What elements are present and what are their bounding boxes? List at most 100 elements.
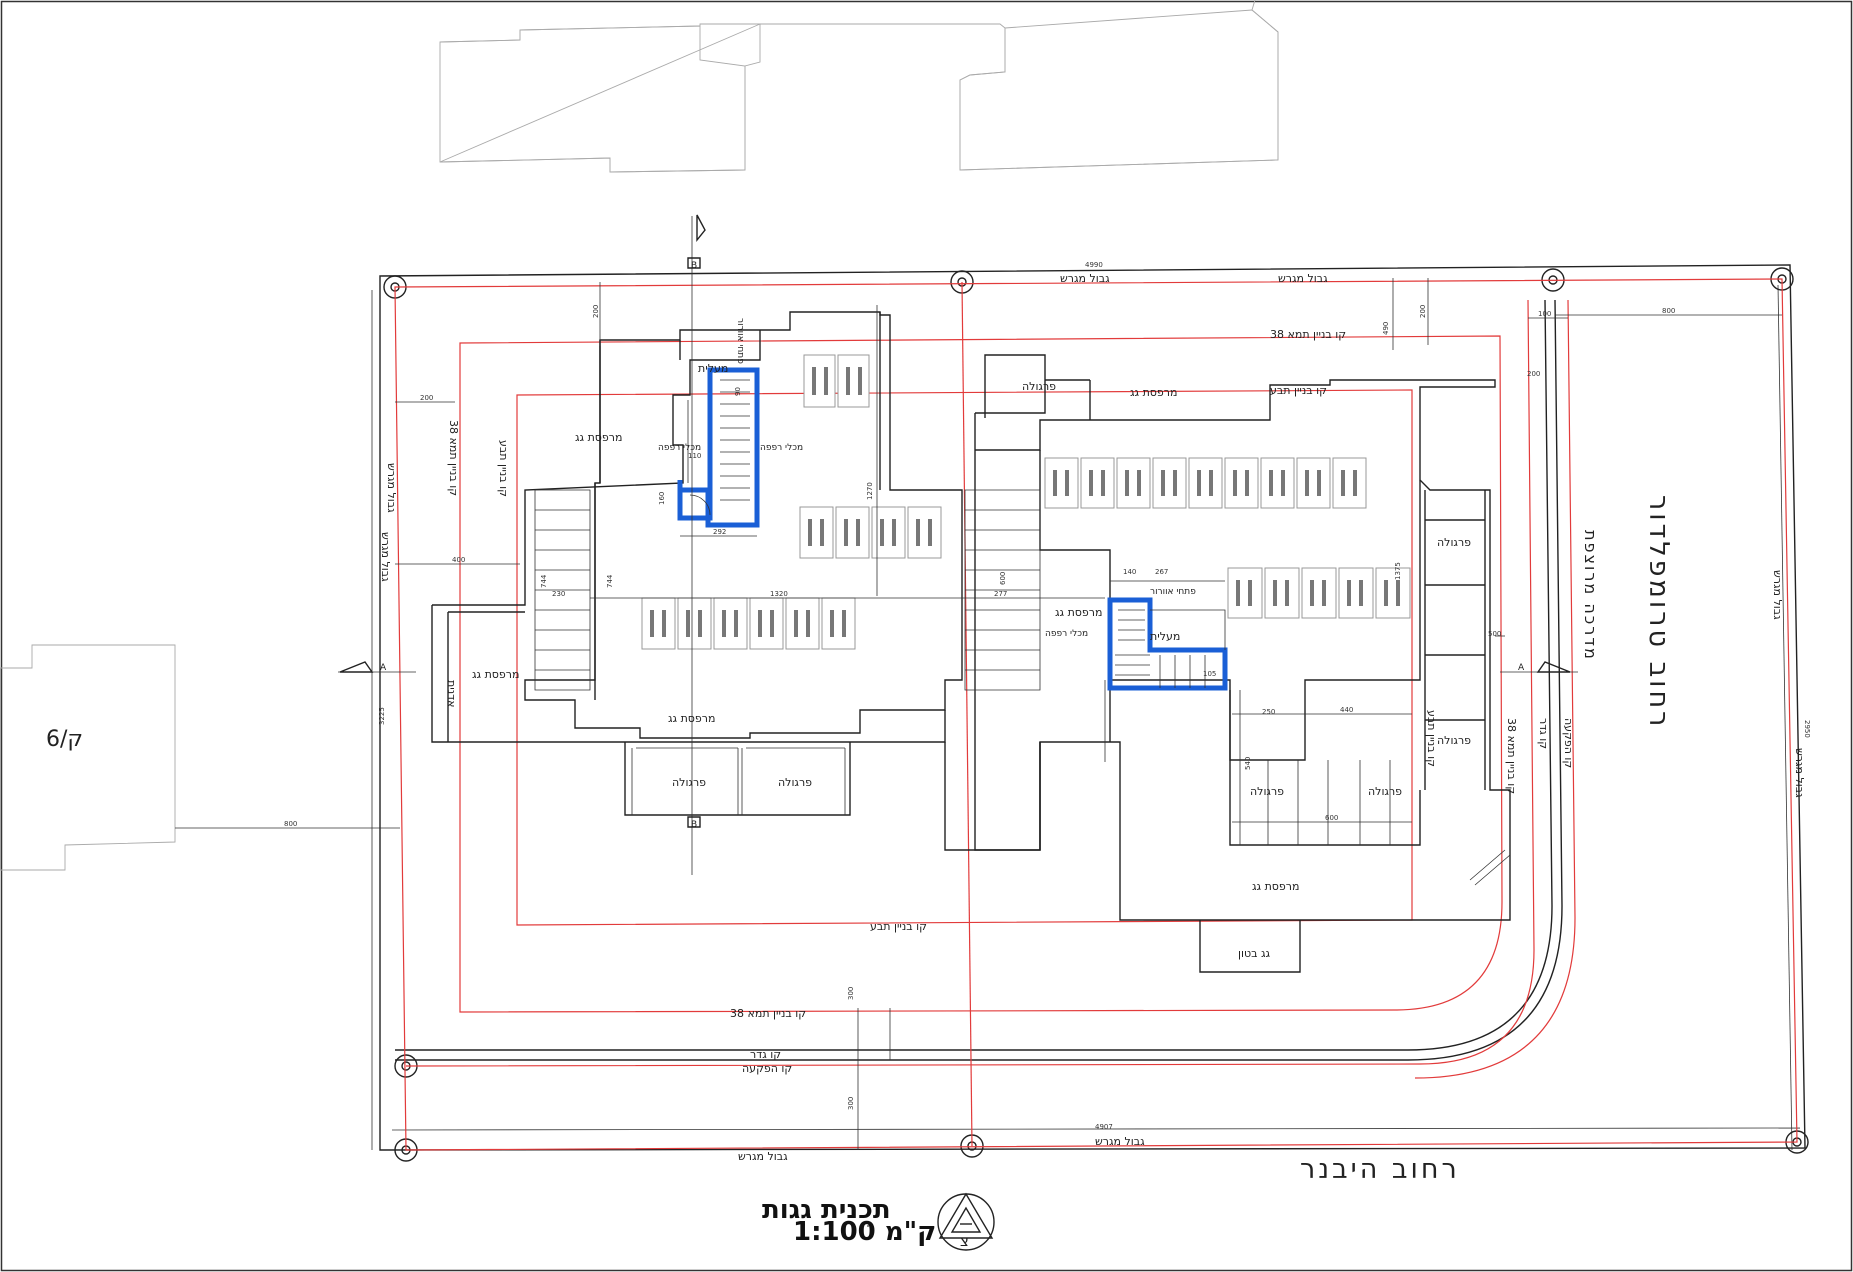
solar-panel-mark bbox=[916, 519, 920, 546]
solar-panel-8 bbox=[713, 597, 748, 650]
taba-line-label-top: קו בניין תבע bbox=[1270, 384, 1327, 397]
solar-panel-mark bbox=[794, 610, 798, 637]
pergola-label-2: פרגולה bbox=[1437, 536, 1471, 549]
svg-text:90: 90 bbox=[734, 387, 742, 396]
boundary-label-east-2: גבול מגרש bbox=[1793, 748, 1806, 798]
svg-text:1270: 1270 bbox=[866, 482, 874, 500]
svg-text:744: 744 bbox=[540, 574, 548, 588]
svg-text:600: 600 bbox=[999, 572, 1007, 585]
solar-panel-mark bbox=[1273, 580, 1277, 606]
svg-text:200: 200 bbox=[1419, 305, 1427, 318]
solar-panel-7 bbox=[677, 597, 712, 650]
solar-panel-mark bbox=[1209, 470, 1213, 496]
solar-panel-13 bbox=[1080, 457, 1115, 509]
solar-panel-mark bbox=[1285, 580, 1289, 606]
stair-core-right bbox=[1107, 597, 1228, 691]
solar-panel-mark bbox=[844, 519, 848, 546]
svg-text:800: 800 bbox=[284, 820, 297, 828]
building-left-outline bbox=[431, 311, 1041, 851]
solar-panel-mark bbox=[722, 610, 726, 637]
solar-panel-mark bbox=[1384, 580, 1388, 606]
solar-panel-11 bbox=[821, 597, 856, 650]
svg-text:1320: 1320 bbox=[770, 590, 788, 598]
svg-text:200: 200 bbox=[1527, 370, 1540, 378]
boundary-label-bottom-2: גבול מגרש bbox=[738, 1150, 788, 1163]
solar-panel-mark bbox=[1101, 470, 1105, 496]
solar-panel-mark bbox=[770, 610, 774, 637]
svg-text:300: 300 bbox=[847, 1097, 855, 1110]
solar-panel-mark bbox=[846, 367, 850, 395]
svg-text:277: 277 bbox=[994, 590, 1007, 598]
svg-text:200: 200 bbox=[420, 394, 433, 402]
water-tank-label-3: מכלי רפפה bbox=[1045, 629, 1088, 639]
svg-text:600: 600 bbox=[1325, 814, 1338, 822]
section-markers: B B A A bbox=[338, 214, 1578, 875]
solar-panel-23 bbox=[1301, 567, 1337, 619]
pergola-label-5: פרגולה bbox=[778, 776, 812, 789]
svg-text:4907: 4907 bbox=[1095, 1123, 1113, 1131]
solar-panel-mark bbox=[1359, 580, 1363, 606]
solar-panel-mark bbox=[806, 610, 810, 637]
solar-panel-mark bbox=[1236, 580, 1240, 606]
taba-line-label-west: קו בניין תבע bbox=[497, 440, 510, 497]
solar-panel-mark bbox=[758, 610, 762, 637]
svg-text:500: 500 bbox=[1488, 630, 1501, 638]
solar-panel-mark bbox=[1341, 470, 1345, 496]
solar-panel-mark bbox=[856, 519, 860, 546]
svg-text:3225: 3225 bbox=[378, 707, 386, 725]
neighbor-building-west: 6/ק bbox=[0, 644, 176, 871]
solar-panel-mark bbox=[892, 519, 896, 546]
svg-text:4990: 4990 bbox=[1085, 261, 1103, 269]
water-tank-label-2: מכלי רפפה bbox=[760, 443, 803, 453]
solar-panel-mark bbox=[1310, 580, 1314, 606]
solar-panel-mark bbox=[698, 610, 702, 637]
dimension-lines bbox=[175, 278, 1782, 1150]
solar-panel-24 bbox=[1338, 567, 1374, 619]
solar-panel-2 bbox=[799, 506, 834, 559]
elevator-label-left: מעלית bbox=[698, 362, 728, 375]
solar-panel-mark bbox=[812, 367, 816, 395]
pergola-label-6: פרגולה bbox=[1250, 785, 1284, 798]
tama-line-label-top: קו בניין תמא 38 bbox=[1270, 328, 1346, 341]
solar-panel-mark bbox=[662, 610, 666, 637]
neighbor-building-north bbox=[439, 0, 1279, 173]
solar-panel-mark bbox=[808, 519, 812, 546]
roof-terrace-label-2: מרפסת גג bbox=[472, 668, 519, 681]
survey-points bbox=[383, 267, 1809, 1162]
solar-panel-mark bbox=[1053, 470, 1057, 496]
boundary-label-bottom-1: גבול מגרש bbox=[1095, 1135, 1145, 1148]
solar-panel-mark bbox=[1089, 470, 1093, 496]
svg-text:160: 160 bbox=[658, 492, 666, 505]
roof-terrace-label-3: מרפסת גג bbox=[668, 712, 715, 725]
solar-panel-20 bbox=[1332, 457, 1367, 509]
svg-text:292: 292 bbox=[713, 528, 726, 536]
solar-panel-4 bbox=[871, 506, 906, 559]
section-b-top: B bbox=[691, 261, 697, 271]
solar-panel-mark bbox=[1322, 580, 1326, 606]
solar-panel-mark bbox=[1197, 470, 1201, 496]
east-walk-label: מדרכה מרוצפת bbox=[1581, 530, 1600, 661]
svg-text:230: 230 bbox=[552, 590, 565, 598]
solar-panel-25 bbox=[1375, 567, 1411, 619]
taba-line-label-east: קו בניין תבע bbox=[1425, 710, 1438, 767]
building-lines bbox=[394, 278, 1798, 1151]
solar-panel-mark bbox=[1245, 470, 1249, 496]
boundary-label-top-1: גבול מגרש bbox=[1060, 272, 1110, 285]
solar-panel-mark bbox=[1137, 470, 1141, 496]
drawing-title: תכנית גגות bbox=[762, 1195, 891, 1225]
svg-text:2950: 2950 bbox=[1803, 720, 1811, 738]
boundary-label-west-2: גבול מגרש bbox=[379, 532, 392, 582]
svg-text:490: 490 bbox=[1382, 322, 1390, 335]
street-south-label: רחוב היבנר bbox=[1300, 1154, 1460, 1185]
street-east-label: רחוב טרומפלדור bbox=[1643, 495, 1674, 729]
solar-panel-mark bbox=[686, 610, 690, 637]
north-letter: צ bbox=[960, 1232, 969, 1250]
plot-boundary bbox=[371, 264, 1806, 1151]
svg-text:110: 110 bbox=[688, 452, 701, 460]
solar-panel-mark bbox=[1248, 580, 1252, 606]
solar-panel-mark bbox=[830, 610, 834, 637]
solar-panel-17 bbox=[1224, 457, 1259, 509]
vent-opening-label-right: פתחי אוורור bbox=[1150, 587, 1196, 597]
